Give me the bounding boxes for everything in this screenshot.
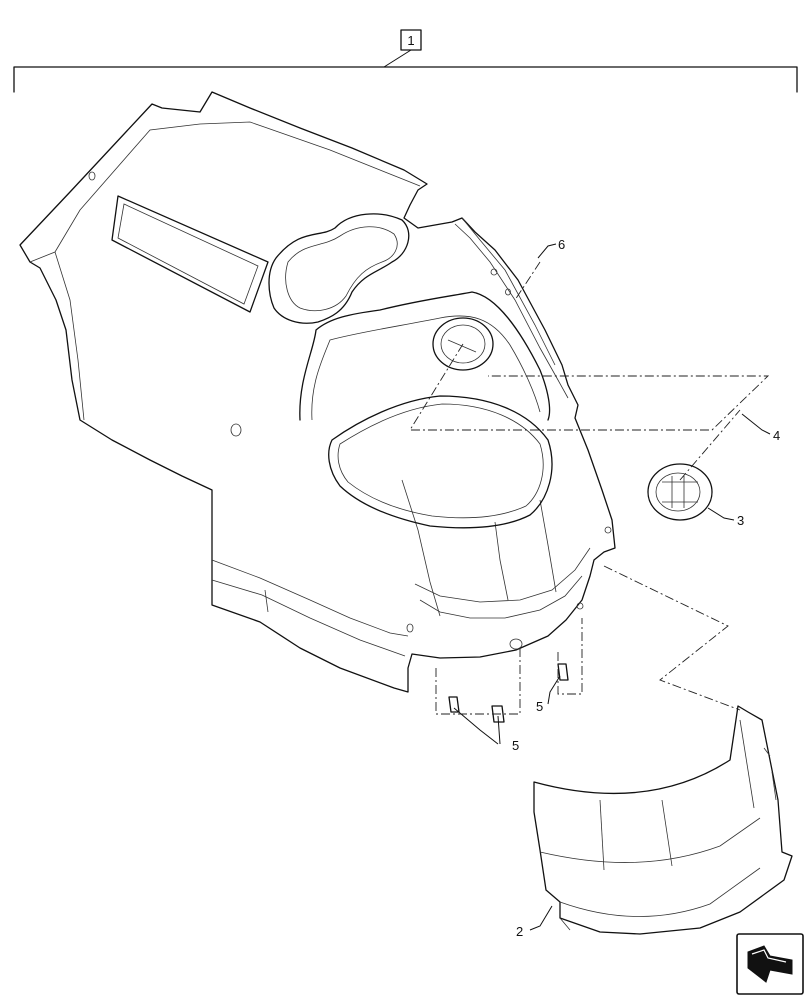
screw-hole bbox=[604, 526, 612, 534]
console-panel bbox=[19, 91, 616, 693]
assembly-callout: 1 bbox=[13, 29, 798, 93]
screw-hole bbox=[509, 638, 523, 650]
screw-hole bbox=[505, 288, 511, 296]
armrest-pad bbox=[328, 395, 553, 529]
armrest-channel bbox=[299, 291, 551, 421]
callout-5-right: 5 bbox=[536, 675, 561, 714]
callout-2-label: 2 bbox=[516, 924, 523, 939]
callout-6-label: 6 bbox=[558, 237, 565, 252]
callout-3: 3 bbox=[707, 507, 744, 528]
screw-hole bbox=[406, 623, 414, 633]
panel-vent-opening bbox=[432, 317, 494, 371]
next-page-arrow-icon[interactable] bbox=[736, 933, 804, 995]
assembly-lines bbox=[409, 261, 770, 715]
callout-5-bottom: 5 bbox=[453, 707, 519, 753]
screw-hole bbox=[88, 171, 96, 181]
lower-cover-part bbox=[533, 705, 793, 935]
screw-hole bbox=[490, 268, 498, 276]
display-window bbox=[111, 195, 269, 313]
air-vent-part bbox=[647, 463, 713, 521]
callout-5-bottom-label: 5 bbox=[512, 738, 519, 753]
assembly-callout-label: 1 bbox=[407, 33, 414, 48]
callout-6: 6 bbox=[537, 237, 565, 259]
callout-4: 4 bbox=[741, 413, 780, 443]
screw-hole bbox=[576, 602, 584, 610]
callout-2: 2 bbox=[516, 905, 553, 939]
callout-5-right-label: 5 bbox=[536, 699, 543, 714]
cupholder-recess bbox=[268, 213, 410, 324]
callout-3-label: 3 bbox=[737, 513, 744, 528]
assembly-bracket bbox=[13, 66, 798, 93]
screw-hole bbox=[230, 423, 242, 437]
callout-4-label: 4 bbox=[773, 428, 780, 443]
